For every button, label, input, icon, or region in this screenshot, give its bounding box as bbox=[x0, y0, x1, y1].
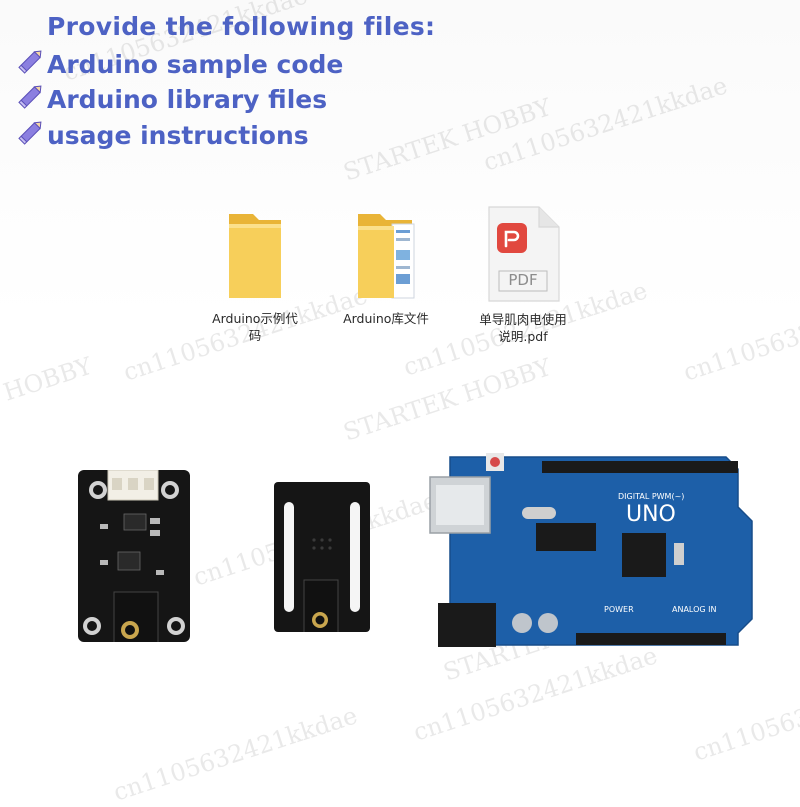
file-usage-pdf[interactable]: PDF 单导肌肉电使用 说明.pdf bbox=[460, 205, 586, 345]
electrode-pad-board bbox=[274, 482, 370, 635]
file-label-line1: Arduino示例代 bbox=[212, 311, 298, 326]
feature-item-sample-code: Arduino sample code bbox=[16, 47, 343, 81]
watermark-code: cn1105632421kkdae bbox=[690, 661, 800, 767]
watermark-brand: STARTEK HOBBY bbox=[340, 93, 555, 187]
file-label-line1: Arduino库文件 bbox=[343, 311, 429, 326]
pdf-file-icon: PDF bbox=[460, 205, 586, 303]
emg-sensor-board bbox=[78, 469, 190, 645]
file-label-line2: 码 bbox=[248, 328, 262, 343]
watermark-code: cn1105632421kkdae bbox=[480, 71, 731, 177]
feature-label: usage instructions bbox=[47, 120, 309, 150]
file-label-line1: 单导肌肉电使用 bbox=[479, 312, 567, 327]
file-library-folder[interactable]: Arduino库文件 bbox=[326, 210, 446, 327]
feature-item-library-files: Arduino library files bbox=[16, 82, 327, 116]
file-sample-code-folder[interactable]: Arduino示例代 码 bbox=[195, 210, 315, 344]
pencil-icon bbox=[16, 81, 47, 117]
uno-label: UNO bbox=[626, 502, 676, 527]
file-label-line2: 说明.pdf bbox=[498, 329, 548, 344]
watermark-code: cn1105632421kkdae bbox=[110, 701, 361, 807]
pdf-badge-text: PDF bbox=[508, 271, 537, 289]
arduino-uno-board: UNO DIGITAL PWM(~) POWER ANALOG IN bbox=[426, 447, 756, 657]
watermark-brand: STARTEK HOBBY bbox=[340, 353, 555, 447]
digital-label: DIGITAL PWM(~) bbox=[618, 492, 684, 501]
pencil-icon bbox=[16, 117, 47, 153]
folder-icon bbox=[195, 210, 315, 302]
watermark-code: cn1105632421kkdae bbox=[680, 281, 800, 387]
feature-item-usage-instructions: usage instructions bbox=[16, 118, 309, 152]
feature-label: Arduino library files bbox=[47, 84, 328, 114]
folder-with-documents-icon bbox=[326, 210, 446, 302]
watermark-code: cn1105632421kkdae bbox=[410, 641, 661, 747]
power-label: POWER bbox=[604, 605, 634, 614]
watermark-hobby: HOBBY bbox=[0, 351, 96, 407]
pencil-icon bbox=[16, 46, 47, 82]
feature-label: Arduino sample code bbox=[47, 49, 344, 79]
page-title: Provide the following files: bbox=[47, 12, 436, 41]
analog-label: ANALOG IN bbox=[672, 605, 717, 614]
